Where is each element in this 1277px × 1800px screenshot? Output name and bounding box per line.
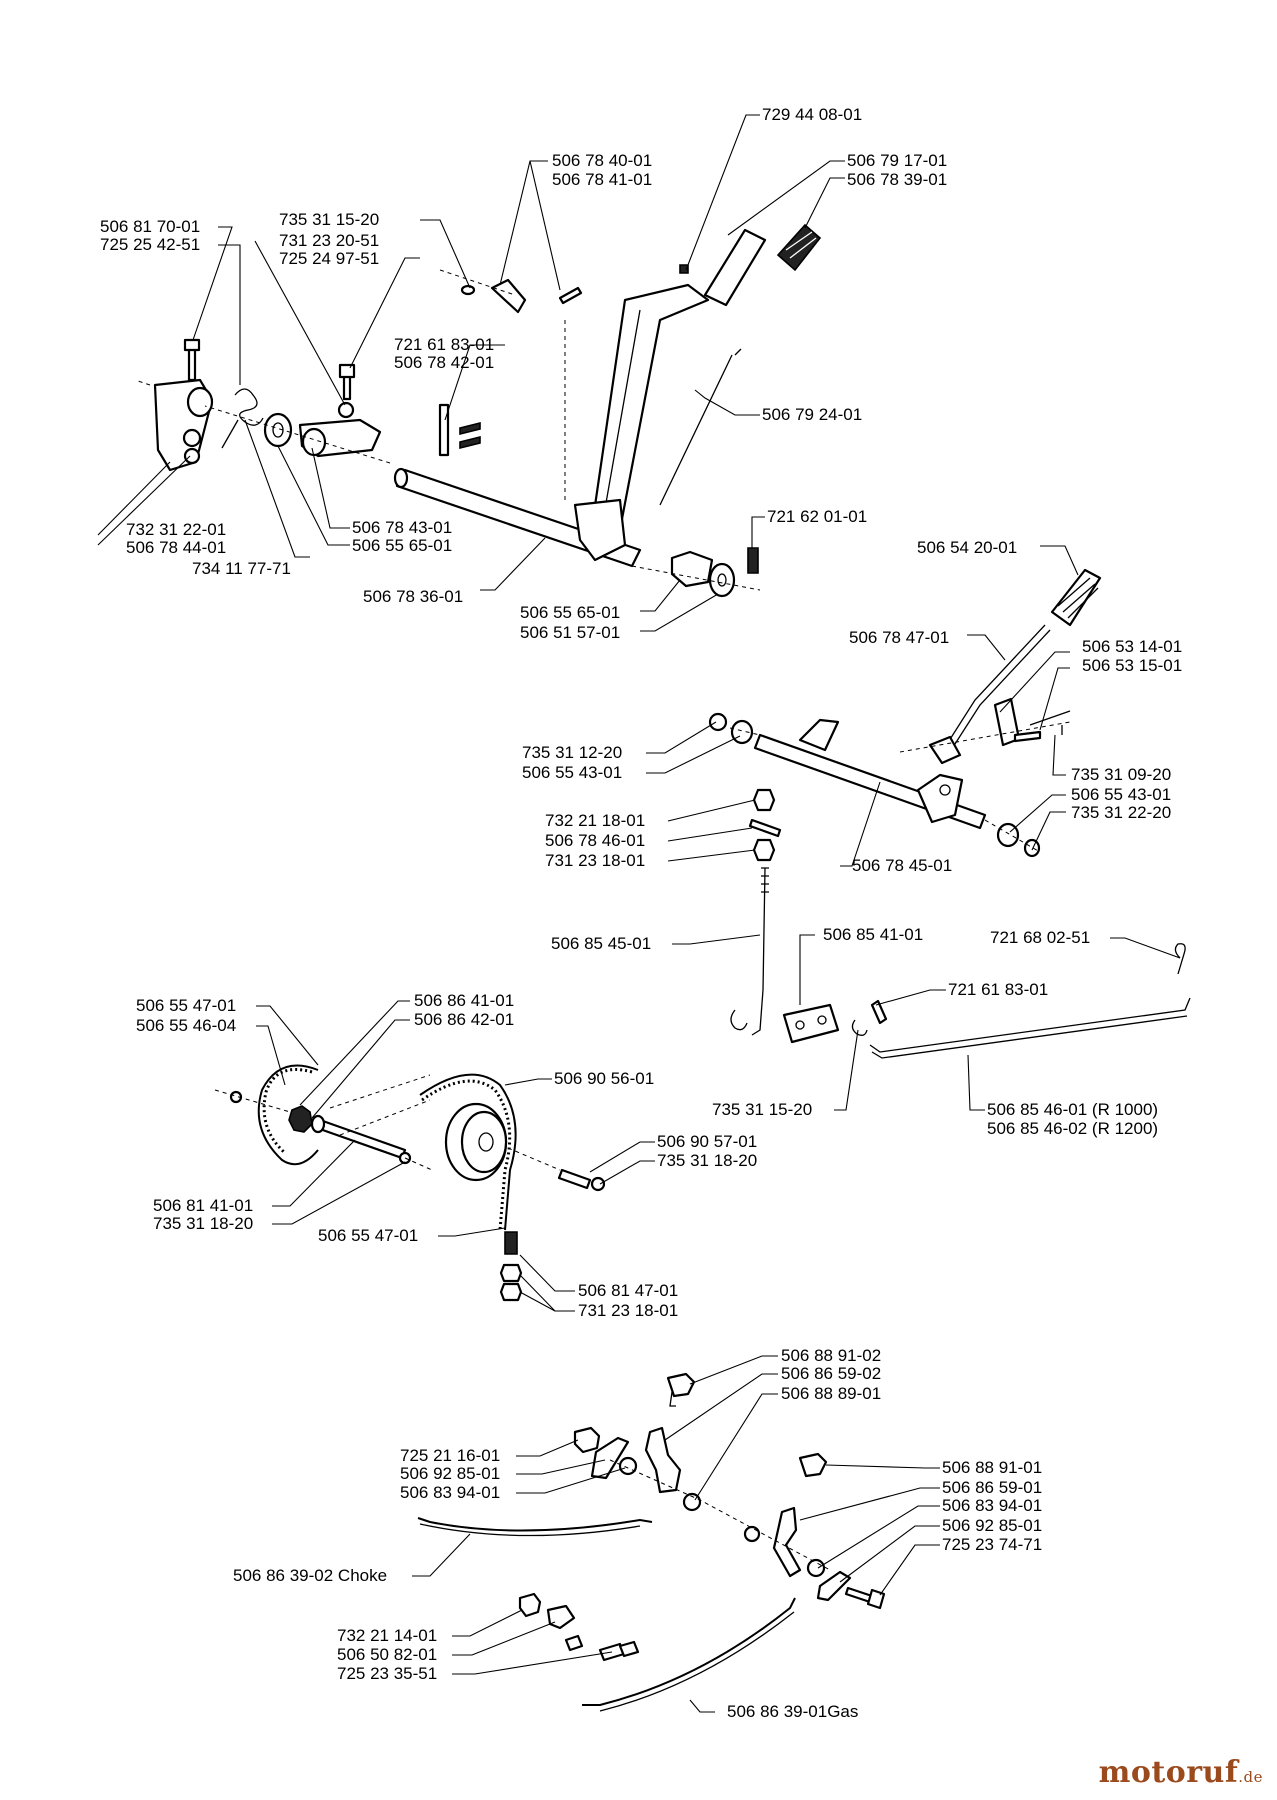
chain-left [257, 1064, 319, 1166]
choke-lever [644, 1426, 682, 1494]
part-label: 506 81 70-01 [100, 217, 201, 236]
part-label: 735 31 18-20 [153, 1214, 254, 1233]
part-label: 732 31 22-01 [126, 520, 227, 539]
part-label: 506 88 91-01 [942, 1458, 1043, 1477]
part-label: 506 78 43-01 [352, 518, 453, 537]
part-label: 506 55 43-01 [522, 763, 623, 782]
part-label: 734 11 77-71 [192, 559, 291, 578]
part-label: 506 55 65-01 [352, 536, 453, 555]
part-label: 506 78 44-01 [126, 538, 227, 557]
part-label: 506 86 41-01 [414, 991, 515, 1010]
part-label: 506 90 56-01 [554, 1069, 655, 1088]
part-label: 506 85 45-01 [551, 934, 652, 953]
part-label: 721 68 02-51 [990, 928, 1091, 947]
part-label: 506 55 46-04 [136, 1016, 237, 1035]
sprocket [288, 1105, 313, 1133]
part-label: 506 83 94-01 [942, 1496, 1043, 1515]
part-label: 721 61 83-01 [948, 980, 1049, 999]
part-label: 506 78 47-01 [849, 628, 950, 647]
part-label: 506 55 47-01 [136, 996, 237, 1015]
part-label: 506 55 47-01 [318, 1226, 419, 1245]
part-label: 735 31 12-20 [522, 743, 623, 762]
part-label: 735 31 15-20 [712, 1100, 813, 1119]
part-label: 506 78 45-01 [852, 856, 953, 875]
motoruf-logo: motoruf.de [1098, 1755, 1263, 1790]
part-label: 506 55 65-01 [520, 603, 621, 622]
part-label: 506 86 39-02 Choke [233, 1566, 388, 1585]
part-label: 725 24 97-51 [279, 249, 380, 268]
part-label: 506 85 41-01 [823, 925, 924, 944]
part-label: 506 78 36-01 [363, 587, 464, 606]
gas-cable [582, 1597, 796, 1706]
part-label: 735 31 15-20 [279, 210, 380, 229]
part-label: 735 31 09-20 [1071, 765, 1172, 784]
lift-lever-assembly [134, 223, 822, 598]
gas-lever [772, 1506, 802, 1578]
pull-rod [751, 867, 766, 1036]
part-label: 725 23 74-71 [942, 1535, 1043, 1554]
part-label: 506 79 24-01 [762, 405, 863, 424]
part-label: 735 31 18-20 [657, 1151, 758, 1170]
part-label: 725 25 42-51 [100, 235, 201, 254]
part-label: 731 23 20-51 [279, 231, 380, 250]
part-label: 506 92 85-01 [942, 1516, 1043, 1535]
part-label: 721 62 01-01 [767, 507, 868, 526]
choke-cable [417, 1517, 653, 1532]
release-knob [776, 223, 822, 272]
part-label: 506 78 41-01 [552, 170, 653, 189]
part-label: 731 23 18-01 [545, 851, 646, 870]
part-label: 506 86 39-01Gas [727, 1702, 859, 1721]
part-label: 506 86 59-02 [781, 1364, 882, 1383]
link-bracket [782, 1003, 840, 1044]
chain-right [419, 1073, 517, 1231]
part-label: 506 92 85-01 [400, 1464, 501, 1483]
part-label: 506 53 15-01 [1082, 656, 1183, 675]
part-label: 506 78 42-01 [394, 353, 495, 372]
part-label: 506 88 89-01 [781, 1384, 882, 1403]
part-label: 506 86 42-01 [414, 1010, 515, 1029]
part-label: 721 61 83-01 [394, 335, 495, 354]
part-label: 732 21 18-01 [545, 811, 646, 830]
part-label: 506 85 46-01 (R 1000) [987, 1100, 1159, 1119]
release-rod [659, 354, 733, 506]
part-label: 506 90 57-01 [657, 1132, 758, 1151]
part-label: 506 86 59-01 [942, 1478, 1043, 1497]
part-label: 725 21 16-01 [400, 1446, 501, 1465]
part-label: 506 78 40-01 [552, 151, 653, 170]
part-label: 506 85 46-02 (R 1200) [987, 1119, 1159, 1138]
part-label: 506 83 94-01 [400, 1483, 501, 1502]
lever-rod [939, 624, 1046, 756]
sprocket-shaft [315, 1118, 407, 1160]
part-label: 506 50 82-01 [337, 1645, 438, 1664]
part-label: 732 21 14-01 [337, 1626, 438, 1645]
throttle-choke-assembly [417, 1372, 886, 1712]
part-label: 506 88 91-02 [781, 1346, 882, 1365]
part-label: 506 81 47-01 [578, 1281, 679, 1300]
chain-assembly [214, 1064, 606, 1302]
part-label: 731 23 18-01 [578, 1301, 679, 1320]
lever-grip [1050, 568, 1102, 627]
part-label: 506 55 43-01 [1071, 785, 1172, 804]
part-label: 735 31 22-20 [1071, 803, 1172, 822]
torsion-spring [234, 388, 264, 426]
long-rod [869, 997, 1191, 1053]
handle-grip [703, 228, 767, 307]
part-label: 506 78 46-01 [545, 831, 646, 850]
part-label: 506 78 39-01 [847, 170, 948, 189]
part-label: 506 81 41-01 [153, 1196, 254, 1215]
part-label: 725 23 35-51 [337, 1664, 438, 1683]
part-label: 729 44 08-01 [762, 105, 863, 124]
part-label: 506 79 17-01 [847, 151, 948, 170]
part-label: 506 54 20-01 [917, 538, 1018, 557]
leader-lines [97, 114, 1181, 1713]
part-label: 506 53 14-01 [1082, 637, 1183, 656]
part-label: 506 51 57-01 [520, 623, 621, 642]
